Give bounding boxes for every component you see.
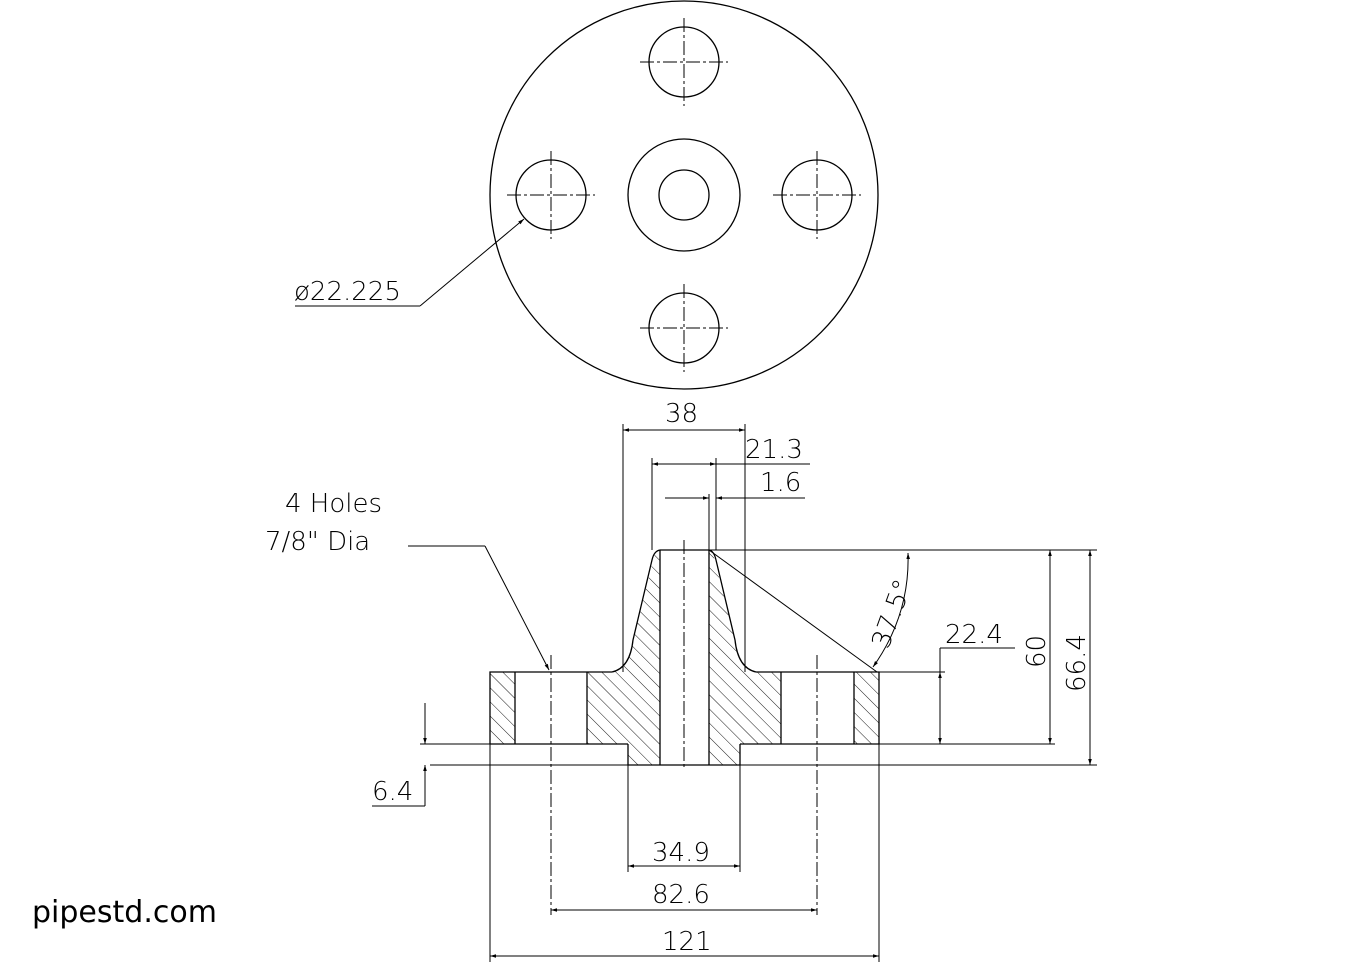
dim-flange-thickness-label: 22.4 <box>945 620 1003 650</box>
dim-flange-thickness: 22.4 <box>879 620 1055 745</box>
dim-overall-height: 66.4 <box>740 550 1097 766</box>
dim-raised-face-dia-label: 34.9 <box>652 838 710 868</box>
dim-raised-face-label: 6.4 <box>372 777 413 807</box>
dim-hub-top-label: 38 <box>665 399 698 429</box>
bolt-hole-right <box>773 151 861 239</box>
bolt-hole-left <box>507 151 595 239</box>
flange-outer-circle <box>489 0 879 390</box>
dim-angle: 37.5° <box>708 549 919 673</box>
hole-diameter-label: ø22.225 <box>294 277 401 307</box>
dim-hub-height-label: 60 <box>1022 635 1052 668</box>
dim-raised-face-dia: 34.9 <box>627 765 741 872</box>
section-outline <box>489 540 880 915</box>
dim-raised-face: 6.4 <box>372 703 628 807</box>
dim-hub-height: 60 <box>912 549 1097 744</box>
section-view: 38 21.3 1.6 4 Holes 7/8" Dia <box>265 399 1097 962</box>
bore-circle <box>658 169 710 221</box>
dim-chamfer-label: 1.6 <box>760 468 801 498</box>
dim-bolt-circle-label: 82.6 <box>652 880 710 910</box>
dim-hub-top: 38 <box>622 399 746 672</box>
bolt-hole-bottom <box>640 284 728 372</box>
dim-outside-dia-label: 121 <box>662 927 712 957</box>
dim-angle-label: 37.5° <box>866 576 918 653</box>
hub-circle <box>627 138 741 252</box>
dim-bolt-circle: 82.6 <box>551 880 817 912</box>
dim-chamfer: 1.6 <box>665 468 805 550</box>
dim-bore-label: 21.3 <box>745 435 803 465</box>
dim-overall-height-label: 66.4 <box>1062 634 1092 692</box>
section-hatching <box>490 550 879 765</box>
site-watermark: pipestd.com <box>32 895 217 930</box>
bolt-hole-top <box>640 18 728 106</box>
hole-diameter-leader: ø22.225 <box>294 218 525 307</box>
note-holes-line1: 4 Holes <box>285 489 382 519</box>
note-holes: 4 Holes 7/8" Dia <box>265 489 550 671</box>
note-holes-line2: 7/8" Dia <box>265 527 370 557</box>
dim-outside-dia: 121 <box>489 744 880 962</box>
top-view: ø22.225 <box>294 0 879 390</box>
